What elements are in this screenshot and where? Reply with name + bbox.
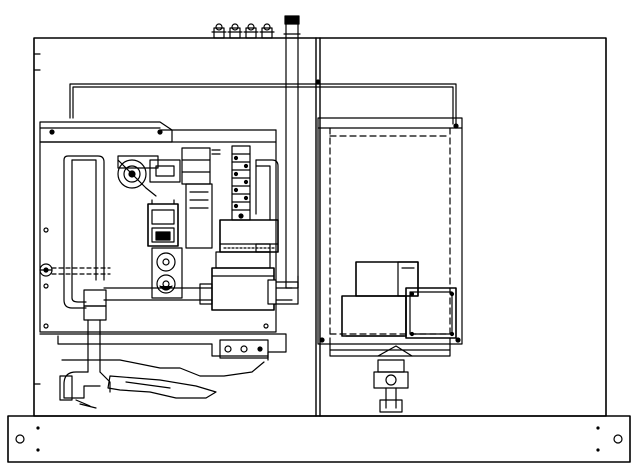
circuit-breaker [220, 220, 278, 252]
base-bracket [40, 334, 286, 408]
inlet-pipe-elbow [60, 290, 110, 400]
electrical-panel [40, 122, 276, 332]
tube-loop [256, 160, 278, 220]
drain-valve [374, 360, 408, 412]
vertical-pipe [284, 16, 300, 288]
mounting-hole [614, 435, 622, 443]
burner-block [342, 262, 456, 338]
top-connectors [212, 24, 274, 38]
thermostat-dial [118, 156, 158, 196]
probe-knob [40, 264, 52, 276]
wiring-loop [70, 80, 456, 124]
terminal-block [232, 146, 250, 220]
vertical-divider [316, 38, 320, 416]
relay [148, 200, 178, 246]
horizontal-manifold [104, 276, 298, 304]
control-board [150, 148, 220, 248]
skid-rail [8, 416, 630, 462]
gas-valve [212, 252, 276, 310]
mounting-hole [16, 435, 24, 443]
heat-exchanger-tank [318, 118, 462, 344]
pressure-gauge [152, 248, 182, 298]
heating-coil [52, 156, 110, 308]
valve-housing [330, 344, 450, 356]
